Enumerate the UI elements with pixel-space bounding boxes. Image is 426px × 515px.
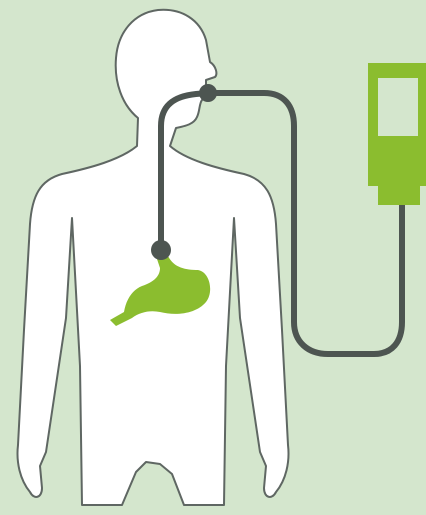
nose-connector-icon (199, 84, 217, 102)
feeding-bag-icon (368, 63, 426, 205)
feeding-bag-window (378, 78, 418, 136)
tube-end-icon (151, 240, 171, 260)
